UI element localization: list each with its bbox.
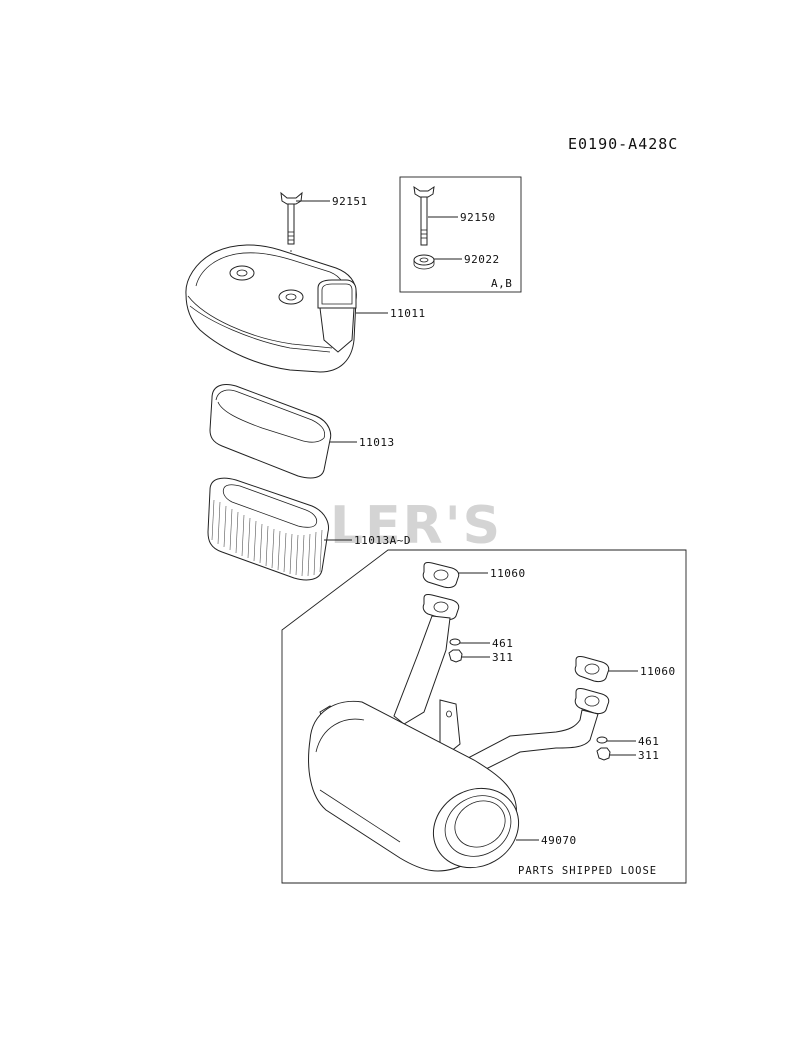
label-49070: 49070 [541,834,577,847]
watermark: LER'S [330,496,502,556]
gasket-right-drawing [574,655,610,683]
right-hardware-drawing [596,736,611,761]
filter-element-drawing [207,477,329,581]
label-461-left: 461 [492,637,513,650]
right-exhaust-pipe-drawing [467,687,610,773]
label-92150: 92150 [460,211,496,224]
label-11013: 11013 [359,436,395,449]
left-exhaust-pipe-drawing [393,593,460,725]
label-11060-left: 11060 [490,567,526,580]
label-92022: 92022 [464,253,500,266]
label-11013a-d: 11013A~D [354,534,411,547]
diagram-code: E0190-A428C [568,135,678,153]
wing-bolt-inset-drawing [413,185,435,246]
label-311-right: 311 [638,749,659,762]
label-11011: 11011 [390,307,426,320]
muffler-box: 11060 461 311 11060 [281,549,687,884]
air-cleaner-cover-drawing [185,244,357,373]
parts-shipped-loose-note: PARTS SHIPPED LOOSE [518,865,657,877]
pre-filter-drawing [209,384,332,479]
gasket-left-drawing [422,561,460,589]
label-311-left: 311 [492,651,513,664]
inset-box: 92150 92022 A,B [399,176,522,293]
muffler-drawing [308,699,520,872]
left-hardware-drawing [448,638,463,663]
inset-label-ab: A,B [491,277,512,290]
label-461-right: 461 [638,735,659,748]
label-11060-right: 11060 [640,665,676,678]
label-92151: 92151 [332,195,368,208]
washer-inset-drawing [413,254,435,270]
